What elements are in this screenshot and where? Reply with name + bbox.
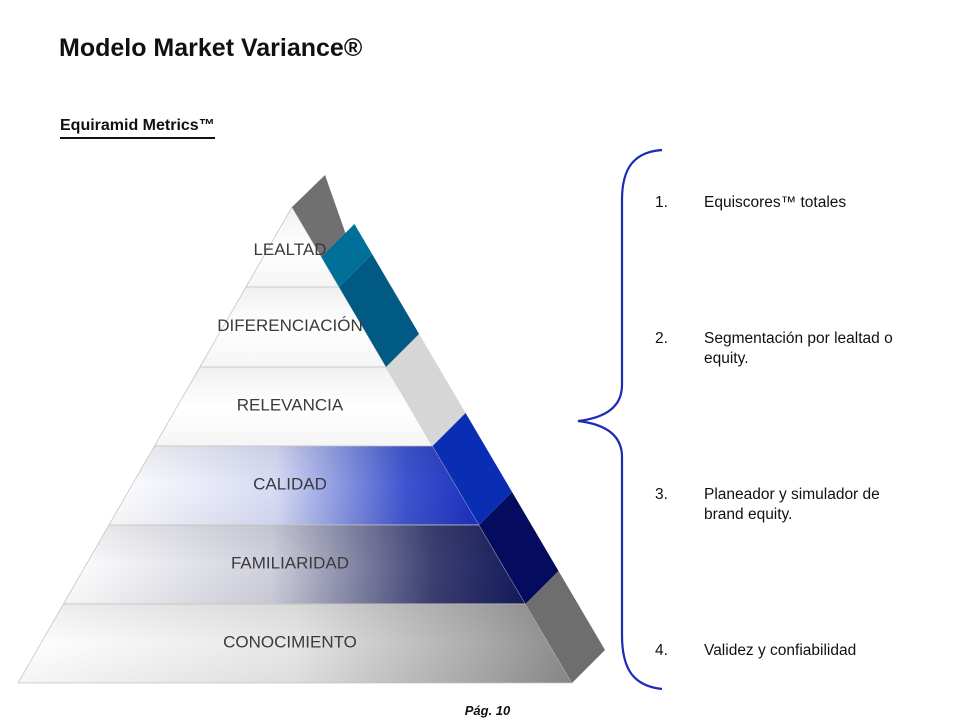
pyramid-front — [17, 206, 573, 684]
page-number: Pág. 10 — [464, 703, 511, 718]
list-item-text: Planeador y simulador de brand equity. — [704, 486, 880, 523]
pyramid-side-band — [479, 492, 559, 604]
pyramid-side-band — [525, 571, 605, 683]
pyramid-side-band — [432, 413, 513, 525]
pyramid-level-shade — [154, 367, 433, 446]
pyramid-level-shade — [199, 287, 387, 367]
slide-subtitle: Equiramid Metrics™ — [60, 117, 215, 139]
curly-brace — [577, 148, 663, 691]
pyramid-level-shade — [63, 525, 526, 604]
slide-title: Modelo Market Variance® — [59, 34, 363, 62]
list-item-number: 4. — [655, 642, 668, 659]
list-item-text: Validez y confiabilidad — [704, 642, 857, 659]
pyramid-side — [292, 175, 605, 683]
pyramid-level-label: CONOCIMIENTO — [223, 633, 357, 652]
pyramid-side-band — [386, 334, 466, 446]
list-item-number: 2. — [655, 330, 668, 347]
pyramid-level-label: LEALTAD — [253, 240, 326, 259]
pyramid-level-label: CALIDAD — [253, 475, 327, 494]
list-item-text: Segmentación por lealtad o equity. — [704, 330, 893, 367]
pyramid-level-shade — [18, 604, 572, 683]
pyramid-level-label: DIFERENCIACIÓN — [217, 316, 362, 335]
list-item-text: Equiscores™ totales — [704, 194, 847, 211]
pyramid-level-label: FAMILIARIDAD — [231, 554, 349, 573]
list-item-number: 1. — [655, 194, 668, 211]
pyramid-level-label: RELEVANCIA — [237, 396, 344, 415]
list-item-number: 3. — [655, 486, 668, 503]
pyramid-apex-side — [292, 175, 354, 257]
pyramid-side-band — [321, 224, 373, 287]
pyramid-level-shade — [245, 207, 340, 287]
pyramid-labels: LEALTAD DIFERENCIACIÓN RELEVANCIA CALIDAD FA… — [217, 240, 362, 652]
pyramid-level-shade — [108, 446, 480, 525]
pyramid-side-band — [339, 254, 420, 367]
